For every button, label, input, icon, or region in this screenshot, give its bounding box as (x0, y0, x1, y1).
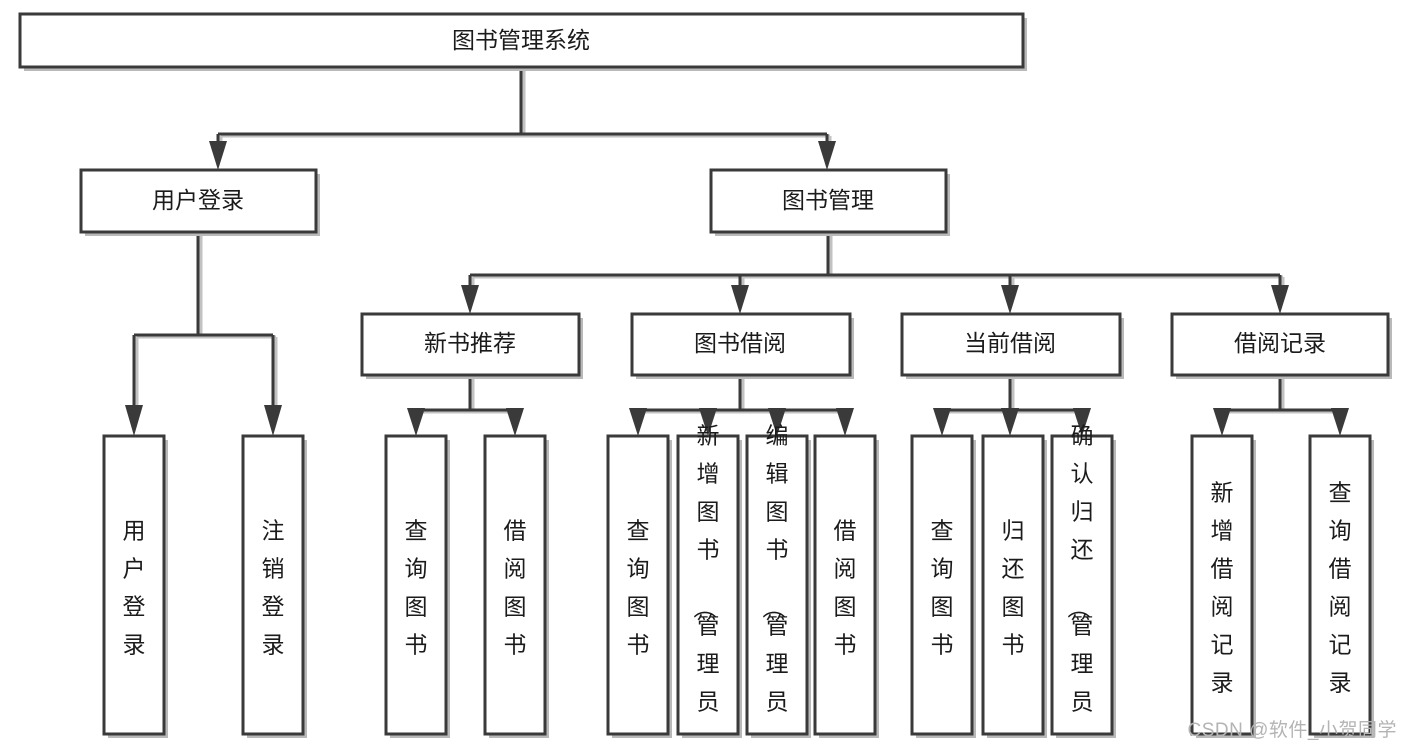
arrow-to-leaf-borrow-book-2 (836, 408, 854, 436)
node-root[interactable]: 图书管理系统 (18, 12, 1027, 71)
node-leaf-edit-book-label: 编辑图书（管理员） (761, 423, 789, 747)
arrow-to-book-borrow (731, 285, 749, 314)
node-book-borrow-label: 图书借阅 (694, 330, 786, 356)
arrow-to-leaf-query-book-1 (407, 408, 425, 436)
node-leaf-add-record-label: 新增借阅记录 (1211, 480, 1234, 696)
node-leaf-add-record[interactable]: 新增借阅记录 (1190, 434, 1256, 738)
node-leaf-borrow-book-2[interactable]: 借阅图书 (813, 434, 879, 738)
connector-layer (125, 68, 1349, 436)
node-leaf-query-book-3[interactable]: 查询图书 (910, 434, 976, 738)
arrow-to-borrow-record (1271, 285, 1289, 314)
arrow-to-new-book-rec (461, 285, 479, 314)
connector-borrowrecord-to-leaves (1213, 375, 1349, 436)
arrow-to-leaf-add-record (1213, 408, 1231, 436)
node-leaf-add-book[interactable]: 新增图书（管理员） (676, 423, 742, 747)
node-root-label: 图书管理系统 (452, 27, 590, 53)
node-user-login[interactable]: 用户登录 (79, 168, 320, 236)
node-leaf-user-login[interactable]: 用户登录 (102, 434, 168, 738)
arrow-to-leaf-user-login (125, 405, 143, 436)
arrow-to-leaf-edit-book (768, 408, 786, 436)
node-leaf-query-book-1[interactable]: 查询图书 (384, 434, 450, 738)
node-new-book-rec[interactable]: 新书推荐 (360, 312, 583, 379)
node-leaf-query-book-3-label: 查询图书 (931, 518, 954, 658)
node-borrow-record[interactable]: 借阅记录 (1170, 312, 1392, 379)
arrow-to-leaf-borrow-book-1 (506, 408, 524, 436)
node-book-manage[interactable]: 图书管理 (709, 168, 950, 236)
node-leaf-query-book-2[interactable]: 查询图书 (606, 434, 672, 738)
arrow-to-leaf-user-logout (264, 405, 282, 436)
node-leaf-edit-book[interactable]: 编辑图书（管理员） (745, 423, 811, 747)
arrow-to-leaf-add-book (699, 408, 717, 436)
node-new-book-rec-label: 新书推荐 (424, 330, 516, 356)
arrow-to-leaf-confirm-return (1073, 408, 1091, 436)
node-current-borrow-label: 当前借阅 (964, 330, 1056, 356)
node-book-borrow[interactable]: 图书借阅 (630, 312, 854, 379)
connector-userlogin-to-leaves (125, 232, 282, 436)
node-leaf-query-book-2-label: 查询图书 (627, 518, 650, 658)
node-leaf-query-book-1-label: 查询图书 (405, 518, 428, 658)
node-leaf-borrow-book-1[interactable]: 借阅图书 (483, 434, 549, 738)
connector-currentborrow-to-leaves (933, 375, 1091, 436)
connector-bookmanage-to-level3 (461, 232, 1289, 314)
arrow-to-leaf-return-book (1001, 408, 1019, 436)
arrow-to-leaf-query-book-2 (629, 408, 647, 436)
csdn-watermark: CSDN @软件_小贺同学 (1187, 720, 1397, 741)
node-leaf-query-record[interactable]: 查询借阅记录 (1308, 434, 1374, 738)
node-current-borrow[interactable]: 当前借阅 (900, 312, 1124, 379)
node-book-manage-label: 图书管理 (782, 187, 874, 213)
arrow-to-user-login (209, 141, 227, 170)
arrow-to-current-borrow (1001, 285, 1019, 314)
connector-newbookrec-to-leaves (407, 375, 524, 436)
arrow-to-book-manage (818, 141, 836, 170)
node-leaf-user-logout[interactable]: 注销登录 (241, 434, 307, 738)
node-leaf-confirm-return-label: 确认归还（管理员） (1066, 423, 1094, 747)
node-leaf-add-book-label: 新增图书（管理员） (692, 423, 720, 747)
node-leaf-borrow-book-2-label: 借阅图书 (834, 518, 857, 658)
node-leaf-user-logout-label: 注销登录 (262, 518, 285, 658)
node-user-login-label: 用户登录 (152, 187, 244, 213)
connector-bookborrow-to-leaves (629, 375, 854, 436)
arrow-to-leaf-query-record (1331, 408, 1349, 436)
node-leaf-confirm-return[interactable]: 确认归还（管理员） (1050, 423, 1116, 747)
node-layer: 图书管理系统 用户登录 图书管理 新书推荐 (18, 12, 1392, 747)
connector-root-to-level2 (209, 68, 836, 170)
node-leaf-user-login-label: 用户登录 (123, 518, 146, 658)
node-leaf-return-book-label: 归还图书 (1002, 518, 1025, 658)
node-leaf-return-book[interactable]: 归还图书 (981, 434, 1047, 738)
arrow-to-leaf-query-book-3 (933, 408, 951, 436)
node-borrow-record-label: 借阅记录 (1234, 330, 1326, 356)
node-leaf-borrow-book-1-label: 借阅图书 (504, 518, 527, 658)
node-leaf-query-record-label: 查询借阅记录 (1329, 480, 1352, 696)
